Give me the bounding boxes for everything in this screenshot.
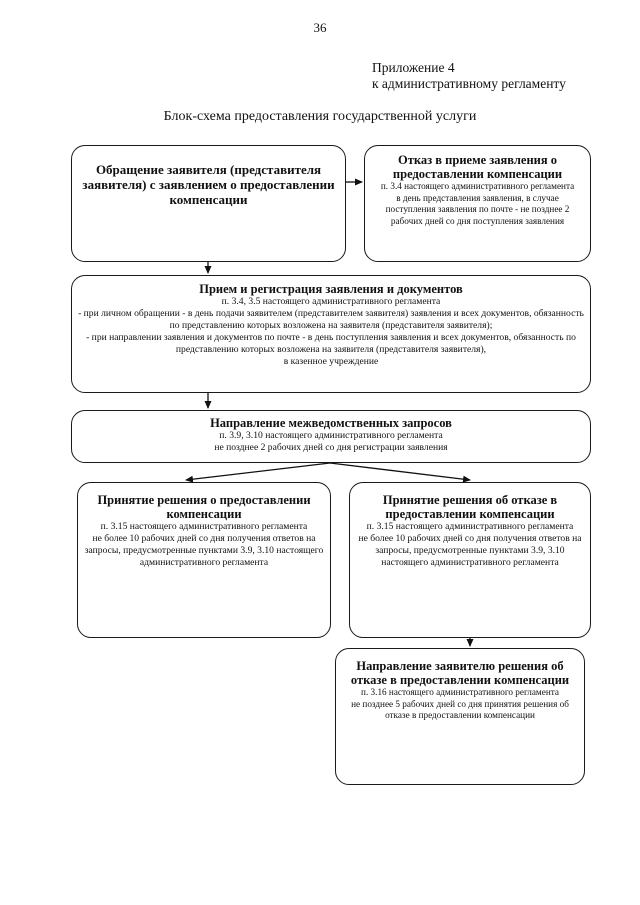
registration-heading: Прием и регистрация заявления и документ… — [199, 282, 463, 296]
decision-grant-ref: п. 3.15 настоящего административного рег… — [100, 521, 308, 532]
decision-refuse-text: не более 10 рабочих дней со дня получени… — [358, 533, 582, 568]
notify-refusal-text: не позднее 5 рабочих дней со дня приняти… — [351, 698, 569, 721]
decision-grant-text: не более 10 рабочих дней со дня получени… — [84, 533, 324, 568]
appeal-heading: Обращение заявителя (представителя заяви… — [82, 162, 335, 207]
appendix-line-1: Приложение 4 — [372, 60, 455, 75]
registration-line-mail: - при направлении заявления и документов… — [86, 332, 576, 355]
interagency-requests-text: не позднее 2 рабочих дней со дня регистр… — [214, 442, 448, 453]
appendix-line-2: к административному регламенту — [372, 76, 566, 91]
appeal-box: Обращение заявителя (представителя заяви… — [71, 145, 346, 262]
arrow-requests-to-grant — [185, 462, 331, 483]
refusal-to-accept-box: Отказ в приеме заявления о предоставлени… — [364, 145, 591, 262]
interagency-requests-ref: п. 3.9, 3.10 настоящего административног… — [219, 430, 443, 441]
registration-line-personal: - при личном обращении - в день подачи з… — [78, 308, 584, 331]
arrow-requests-to-refuse — [329, 462, 471, 483]
notify-refusal-box: Направление заявителю решения об отказе … — [335, 648, 585, 785]
appendix-note: Приложение 4 к административному регламе… — [372, 60, 566, 92]
registration-box: Прием и регистрация заявления и документ… — [71, 275, 591, 393]
flowchart-title: Блок-схема предоставления государственно… — [163, 109, 477, 124]
notify-refusal-ref: п. 3.16 настоящего административного рег… — [361, 687, 559, 697]
interagency-requests-heading: Направление межведомственных запросов — [210, 416, 452, 430]
decision-grant-heading: Принятие решения о предоставлении компен… — [97, 493, 311, 521]
refusal-to-accept-text: в день представления заявления, в случае… — [385, 192, 570, 226]
notify-refusal-heading: Направление заявителю решения об отказе … — [350, 659, 570, 687]
registration-ref: п. 3.4, 3.5 настоящего административного… — [221, 296, 441, 307]
interagency-requests-box: Направление межведомственных запросов п.… — [71, 410, 591, 463]
registration-line-institution: в казенное учреждение — [283, 356, 379, 367]
decision-refuse-box: Принятие решения об отказе в предоставле… — [349, 482, 591, 638]
decision-refuse-heading: Принятие решения об отказе в предоставле… — [382, 493, 558, 521]
refusal-to-accept-heading: Отказ в приеме заявления о предоставлени… — [392, 153, 563, 181]
refusal-to-accept-ref: п. 3.4 настоящего административного регл… — [380, 181, 575, 191]
decision-grant-box: Принятие решения о предоставлении компен… — [77, 482, 331, 638]
page-number: 36 — [313, 20, 327, 35]
decision-refuse-ref: п. 3.15 настоящего административного рег… — [366, 521, 574, 532]
